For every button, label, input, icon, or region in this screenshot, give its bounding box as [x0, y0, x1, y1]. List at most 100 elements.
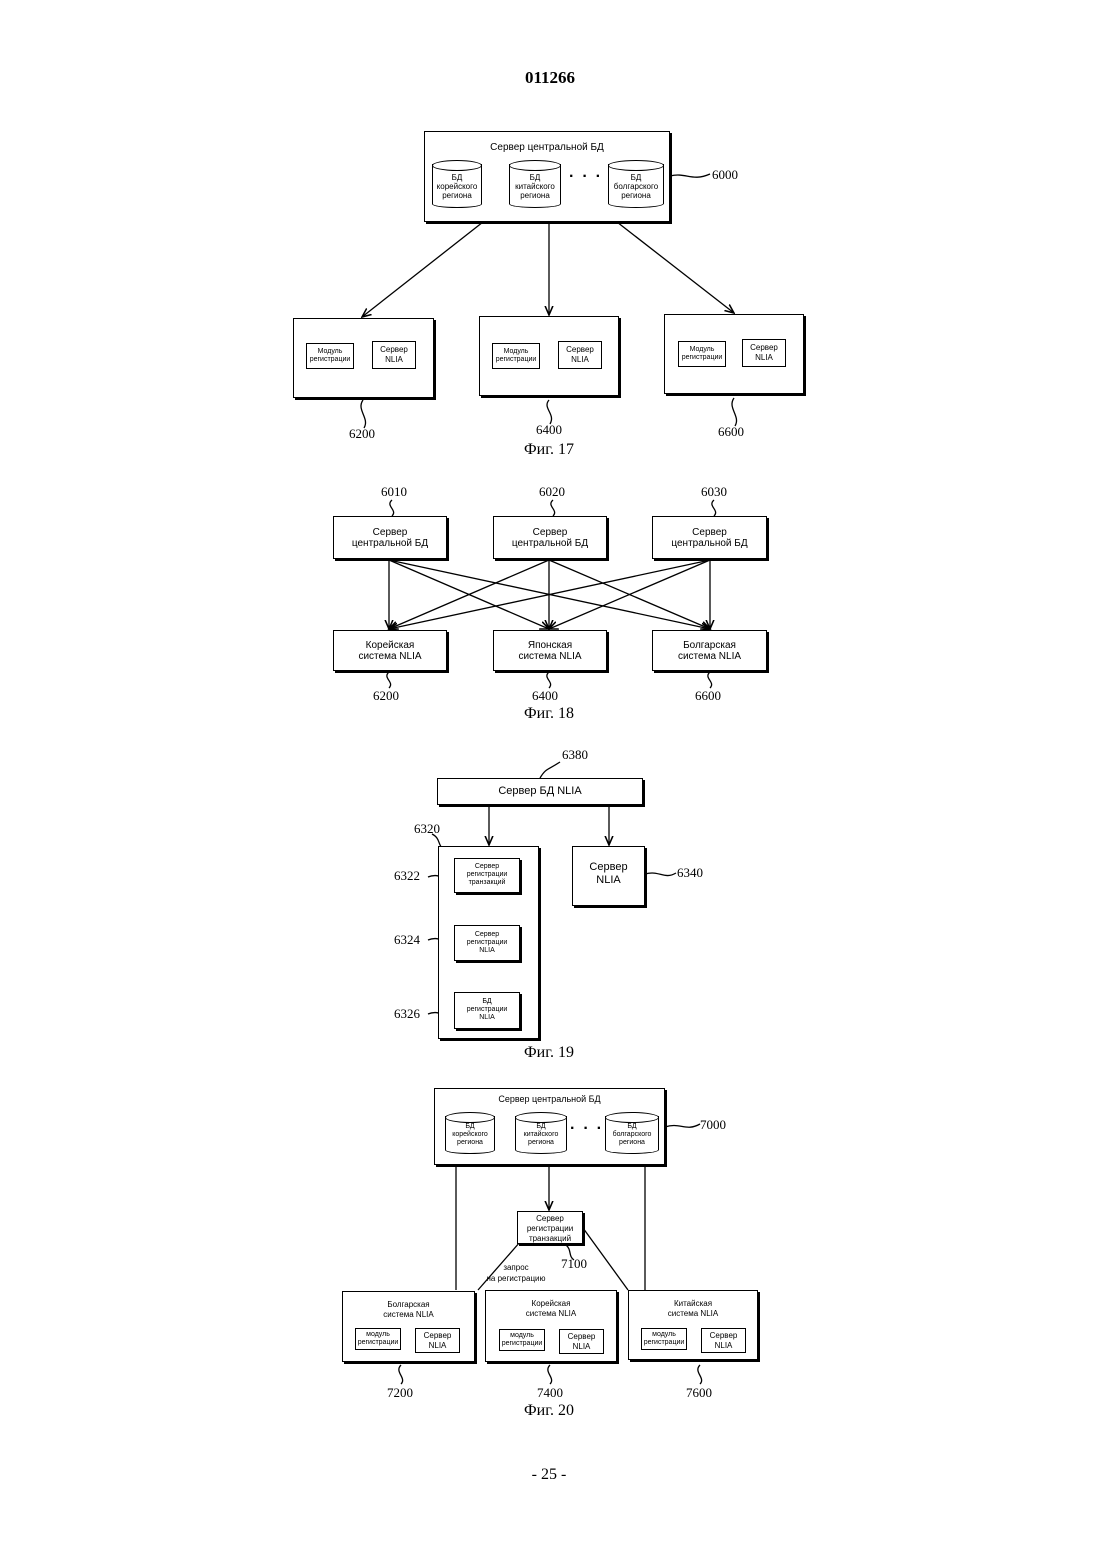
regional-node-box: Модульрегистрации СерверNLIA [664, 314, 804, 394]
db-label-line: БД [530, 173, 541, 182]
central-db-server-box: Серверцентральной БД [652, 516, 767, 559]
registration-module-label: регистрации [682, 354, 723, 361]
nlia-system-box: Корейскаясистема NLIA [333, 630, 447, 671]
ref-6600: 6600 [695, 689, 721, 703]
nlia-registration-db-box: БДрегистрацииNLIA [454, 992, 520, 1029]
request-line: на регистрацию [487, 1274, 546, 1283]
central-db-server-title: Сервер центральной БД [435, 1094, 664, 1105]
transaction-registration-server-box: Серверрегистрациитранзакций [454, 858, 520, 893]
ref-6322: 6322 [394, 869, 420, 883]
registration-module-label: модуль [510, 1332, 534, 1339]
db-label-line: региона [457, 1139, 483, 1146]
box-label-line: Корейская [366, 640, 415, 651]
nlia-server-label: NLIA [755, 353, 773, 362]
registration-module-label: регистрации [358, 1339, 399, 1346]
box-label-line: регистрации [467, 939, 508, 946]
system-title-line: Корейская [532, 1299, 571, 1308]
system-title-line: система NLIA [526, 1309, 576, 1318]
db-label-line: БД [536, 1123, 545, 1130]
ref-7000: 7000 [700, 1118, 726, 1132]
figure-caption: Фиг. 20 [489, 1402, 609, 1420]
ref-6400: 6400 [532, 689, 558, 703]
ref-6324: 6324 [394, 933, 420, 947]
nlia-system-box: Китайскаясистема NLIA модульрегистрации … [628, 1290, 758, 1360]
nlia-server-label: NLIA [429, 1341, 447, 1350]
db-label-line: БД [465, 1123, 474, 1130]
box-label-line: регистрации [527, 1224, 573, 1233]
system-title-line: Китайская [674, 1299, 712, 1308]
registration-module-box: модульрегистрации [641, 1328, 687, 1350]
db-label-line: региона [442, 191, 472, 200]
registration-module-box: модульрегистрации [499, 1329, 545, 1351]
registration-module-label: регистрации [310, 356, 351, 363]
nlia-server-box: СерверNLIA [559, 1329, 604, 1354]
system-title-line: система NLIA [383, 1310, 433, 1319]
db-label-line: корейского [452, 1131, 488, 1138]
nlia-server-label: NLIA [573, 1342, 591, 1351]
nlia-system-box: Болгарскаясистема NLIA модульрегистрации… [342, 1291, 475, 1362]
box-label-line: NLIA [479, 1014, 495, 1021]
db-label-line: БД [452, 173, 463, 182]
nlia-server-label: NLIA [385, 355, 403, 364]
db-label-line: региона [621, 191, 651, 200]
nlia-server-label: NLIA [715, 1341, 733, 1350]
figure-caption: Фиг. 19 [489, 1044, 609, 1062]
db-label-line: БД [627, 1123, 636, 1130]
registration-module-label: регистрации [644, 1339, 685, 1346]
ref-7400: 7400 [537, 1386, 563, 1400]
ref-6380: 6380 [562, 748, 588, 762]
box-label-line: Сервер [536, 1214, 564, 1223]
ellipsis-dots: ··· [569, 168, 609, 186]
db-label-line: корейского [437, 182, 478, 191]
ref-7100: 7100 [561, 1257, 587, 1271]
registration-module-label: модуль [366, 1331, 390, 1338]
nlia-server-label: Сервер [568, 1332, 596, 1341]
db-label-line: китайского [524, 1131, 559, 1138]
box-label-line: Сервер [475, 931, 499, 938]
box-label-line: NLIA [479, 947, 495, 954]
db-cylinder-chinese: БДкитайскогорегиона [515, 1112, 567, 1154]
ref-6340: 6340 [677, 866, 703, 880]
registration-module-box: Модульрегистрации [306, 343, 354, 369]
box-label-line: транзакций [529, 1234, 571, 1243]
nlia-server-box: СерверNLIA [415, 1328, 460, 1353]
regional-node-box: Модульрегистрации СерверNLIA [479, 316, 619, 396]
box-label-line: центральной БД [512, 538, 588, 549]
regional-node-box: Модульрегистрации СерверNLIA [293, 318, 434, 398]
db-label-line: региона [619, 1139, 645, 1146]
ref-6400: 6400 [536, 423, 562, 437]
nlia-server-box: СерверNLIA [372, 341, 416, 369]
nlia-server-box: СерверNLIA [572, 846, 645, 906]
figure-caption: Фиг. 18 [489, 705, 609, 723]
registration-module-box: модульрегистрации [355, 1328, 401, 1350]
registration-module-label: Модуль [690, 346, 715, 353]
box-label-line: система NLIA [678, 651, 741, 662]
db-label-line: болгарского [613, 1131, 652, 1138]
ref-6030: 6030 [701, 485, 727, 499]
nlia-db-server-label: Сервер БД NLIA [498, 785, 581, 797]
registration-module-box: Модульрегистрации [678, 341, 726, 367]
box-label-line: Болгарская [683, 640, 736, 651]
db-cylinder-bulgarian: БДболгарскогорегиона [605, 1112, 659, 1154]
ref-6200: 6200 [349, 427, 375, 441]
nlia-server-label: Сервер [710, 1331, 738, 1340]
db-cylinder-korean: БДкорейскогорегиона [432, 160, 482, 208]
box-label-line: система NLIA [358, 651, 421, 662]
central-db-server-box: Серверцентральной БД [493, 516, 607, 559]
box-label-line: Сервер [373, 527, 408, 538]
figure-caption: Фиг. 17 [489, 441, 609, 459]
db-cylinder-chinese: БДкитайскогорегиона [509, 160, 561, 208]
nlia-server-box: СерверNLIA [742, 339, 786, 367]
box-label-line: центральной БД [671, 538, 747, 549]
transaction-registration-server-box: Серверрегистрациитранзакций [517, 1211, 583, 1244]
ref-6200: 6200 [373, 689, 399, 703]
box-label-line: транзакций [469, 879, 506, 886]
nlia-db-server-box: Сервер БД NLIA [437, 778, 643, 805]
registration-module-label: регистрации [496, 356, 537, 363]
box-label-line: центральной БД [352, 538, 428, 549]
box-label-line: Сервер [589, 861, 627, 873]
nlia-system-box: Корейскаясистема NLIA модульрегистрации … [485, 1290, 617, 1362]
db-label-line: болгарского [614, 182, 658, 191]
db-label-line: китайского [515, 182, 555, 191]
